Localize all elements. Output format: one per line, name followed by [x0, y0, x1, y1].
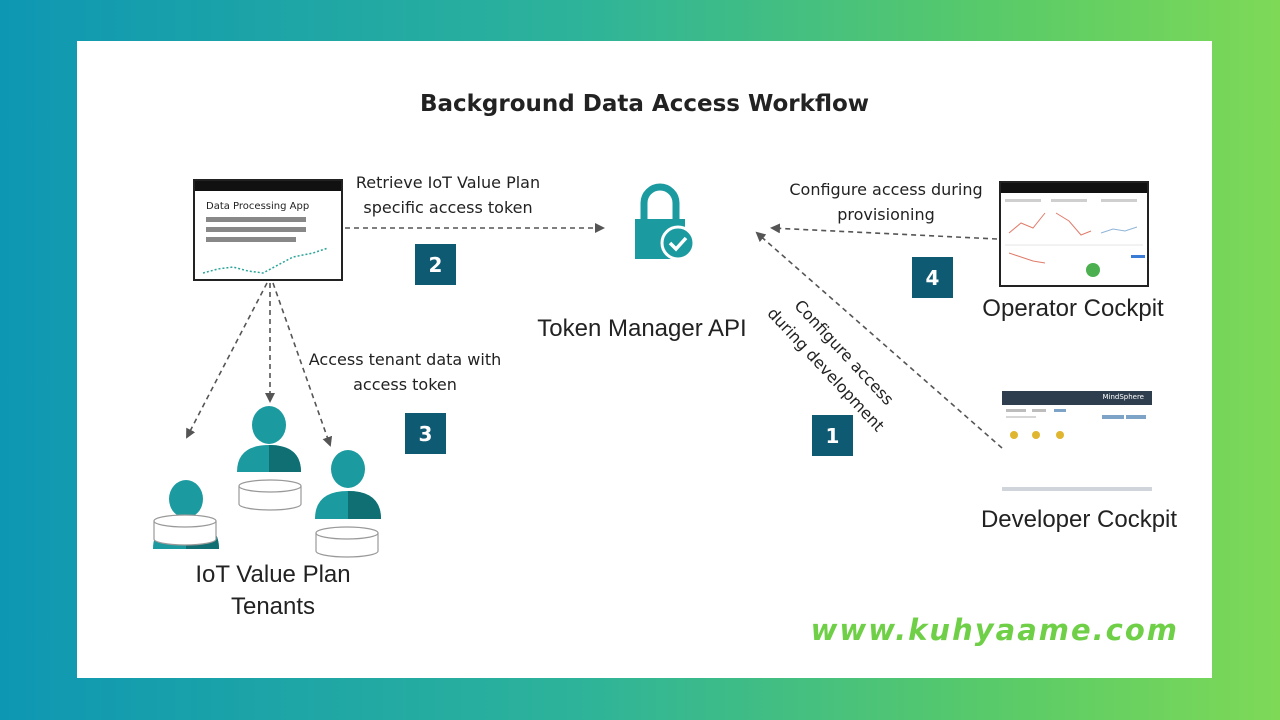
app-text-line: [206, 227, 306, 232]
lock-check-icon: [632, 179, 696, 269]
retrieve-token-label: Retrieve IoT Value Plan specific access …: [355, 173, 541, 217]
operator-cockpit-titlebar: [1001, 183, 1147, 193]
app-titlebar: [195, 181, 341, 191]
app-text-line: [206, 237, 296, 242]
developer-cockpit-label: Developer Cockpit: [980, 506, 1178, 533]
diagram-card: Background Data Access Workflow Data Pro…: [77, 41, 1212, 678]
database-icon: [153, 514, 217, 546]
arrow-operator-to-token: [770, 223, 998, 240]
token-manager-label: Token Manager API: [537, 315, 747, 342]
step-badge-1: 1: [812, 415, 853, 456]
app-text-line: [206, 217, 306, 222]
tenants-label: IoT Value Plan Tenants: [195, 561, 351, 620]
step-badge-3: 3: [405, 413, 446, 454]
developer-dashboard-preview: [1002, 409, 1152, 491]
user-icon: [237, 406, 301, 472]
arrow-app-to-tenant-1: [186, 282, 268, 439]
arrow-app-to-tenant-3: [272, 282, 333, 447]
watermark-text: www.kuhyaame.com: [810, 613, 1179, 647]
developer-cockpit-thumbnail: MindSphere: [1002, 391, 1152, 495]
app-sparkline: [203, 247, 329, 274]
tenant-databases: [153, 479, 379, 558]
arrow-developer-to-token: [755, 231, 1003, 449]
app-window-title: Data Processing App: [206, 201, 310, 212]
developer-brand: MindSphere: [1102, 393, 1144, 401]
operator-cockpit-label: Operator Cockpit: [982, 295, 1164, 322]
data-processing-app-window: Data Processing App: [193, 179, 343, 281]
diagram-title: Background Data Access Workflow: [419, 91, 870, 117]
operator-cockpit-thumbnail: [999, 181, 1149, 287]
access-tenant-label: Access tenant data with access token: [308, 350, 502, 394]
step-badge-2: 2: [415, 244, 456, 285]
step-badge-4: 4: [912, 257, 953, 298]
configure-provisioning-label: Configure access during provisioning: [789, 180, 983, 224]
operator-dashboard-preview: [1005, 199, 1145, 277]
database-icon: [315, 526, 379, 558]
database-icon: [238, 479, 302, 511]
user-icon: [315, 450, 381, 519]
developer-cockpit-header: MindSphere: [1002, 391, 1152, 405]
workflow-arrows: [186, 223, 1003, 449]
